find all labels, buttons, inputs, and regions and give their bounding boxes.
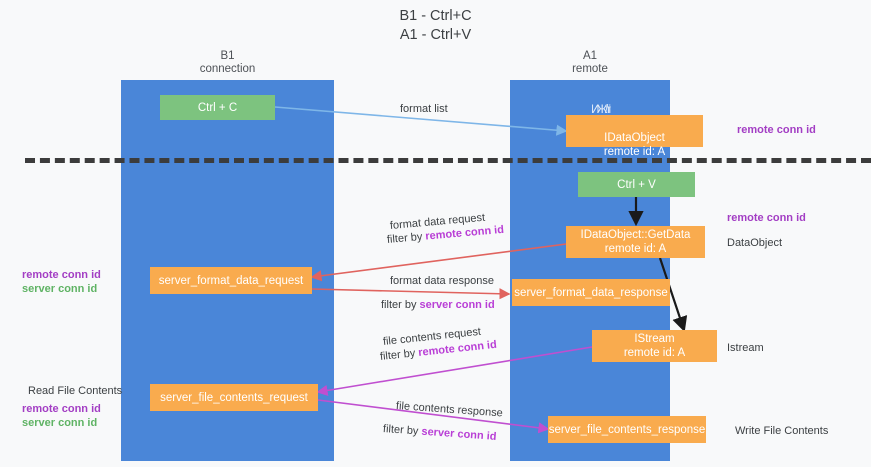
caption-format-data-response: format data response: [390, 275, 494, 287]
lane-header-b1: B1 connection: [199, 50, 256, 75]
box-istream[interactable]: IStream remote id: A: [592, 330, 717, 362]
box-ctrl-c[interactable]: Ctrl + C: [160, 95, 275, 120]
label-left-server-conn-id-bottom: server conn id: [22, 417, 98, 429]
filter-prefix: filter by: [386, 230, 426, 246]
label-right-dataobject: DataObject: [727, 237, 783, 249]
lane-header-a1: A1 remote: [572, 50, 608, 75]
label-left-read-file-contents: Read File Contents: [28, 385, 123, 397]
box-idataobject[interactable]: ИЖ/ті IDataObject remote id: A: [566, 104, 703, 158]
page-title: B1 - Ctrl+C A1 - Ctrl+V: [399, 8, 472, 43]
caption-format-list: format list: [400, 103, 448, 115]
label-right-write-file-contents: Write File Contents: [735, 425, 829, 437]
phase-divider: [25, 158, 871, 163]
label-right-remote-conn-id-mid: remote conn id: [727, 212, 806, 224]
filter-value-server-conn-id: server conn id: [419, 299, 495, 311]
box-idataobject-line1: ИЖ/ті IDataObject: [591, 103, 665, 145]
filter-prefix: filter by: [382, 423, 422, 438]
filter-prefix: filter by: [379, 347, 419, 363]
box-ctrl-v[interactable]: Ctrl + V: [578, 172, 695, 197]
box-server-format-data-response[interactable]: server_format_data_response: [512, 279, 670, 306]
label-right-istream: Istream: [727, 342, 764, 354]
caption-file-contents-response-filter: filter by server conn id: [383, 422, 497, 444]
caption-format-data-response-filter: filter by server conn id: [381, 298, 495, 312]
caption-file-contents-response: file contents response: [395, 400, 504, 420]
box-idataobject-label: IDataObject: [604, 132, 665, 144]
filter-prefix: filter by: [381, 299, 420, 311]
box-server-format-data-request[interactable]: server_format_data_request: [150, 267, 312, 294]
box-idataobject-ghost-glyphs: ИЖ/ті: [591, 104, 611, 116]
label-left-remote-conn-id-mid: remote conn id: [22, 269, 101, 281]
box-server-file-contents-response[interactable]: server_file_contents_response: [548, 416, 706, 443]
label-left-remote-conn-id-bottom: remote conn id: [22, 403, 101, 415]
label-left-server-conn-id-mid: server conn id: [22, 283, 98, 295]
box-server-file-contents-request[interactable]: server_file_contents_request: [150, 384, 318, 411]
box-idataobject-getdata[interactable]: IDataObject::GetData remote id: A: [566, 226, 705, 258]
box-idataobject-remote-id: remote id: A: [603, 146, 666, 158]
filter-value-server-conn-id: server conn id: [421, 425, 497, 443]
label-right-remote-conn-id-top: remote conn id: [737, 124, 816, 136]
